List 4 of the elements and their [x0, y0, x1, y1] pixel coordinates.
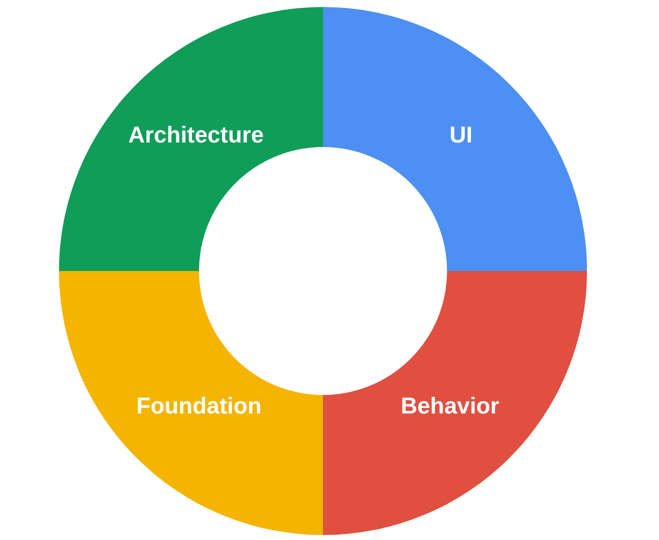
- segment-label: Foundation: [136, 392, 262, 420]
- segment-label: Architecture: [128, 122, 264, 148]
- segment-label: Behavior: [400, 392, 500, 420]
- segment-label: UI: [450, 122, 472, 148]
